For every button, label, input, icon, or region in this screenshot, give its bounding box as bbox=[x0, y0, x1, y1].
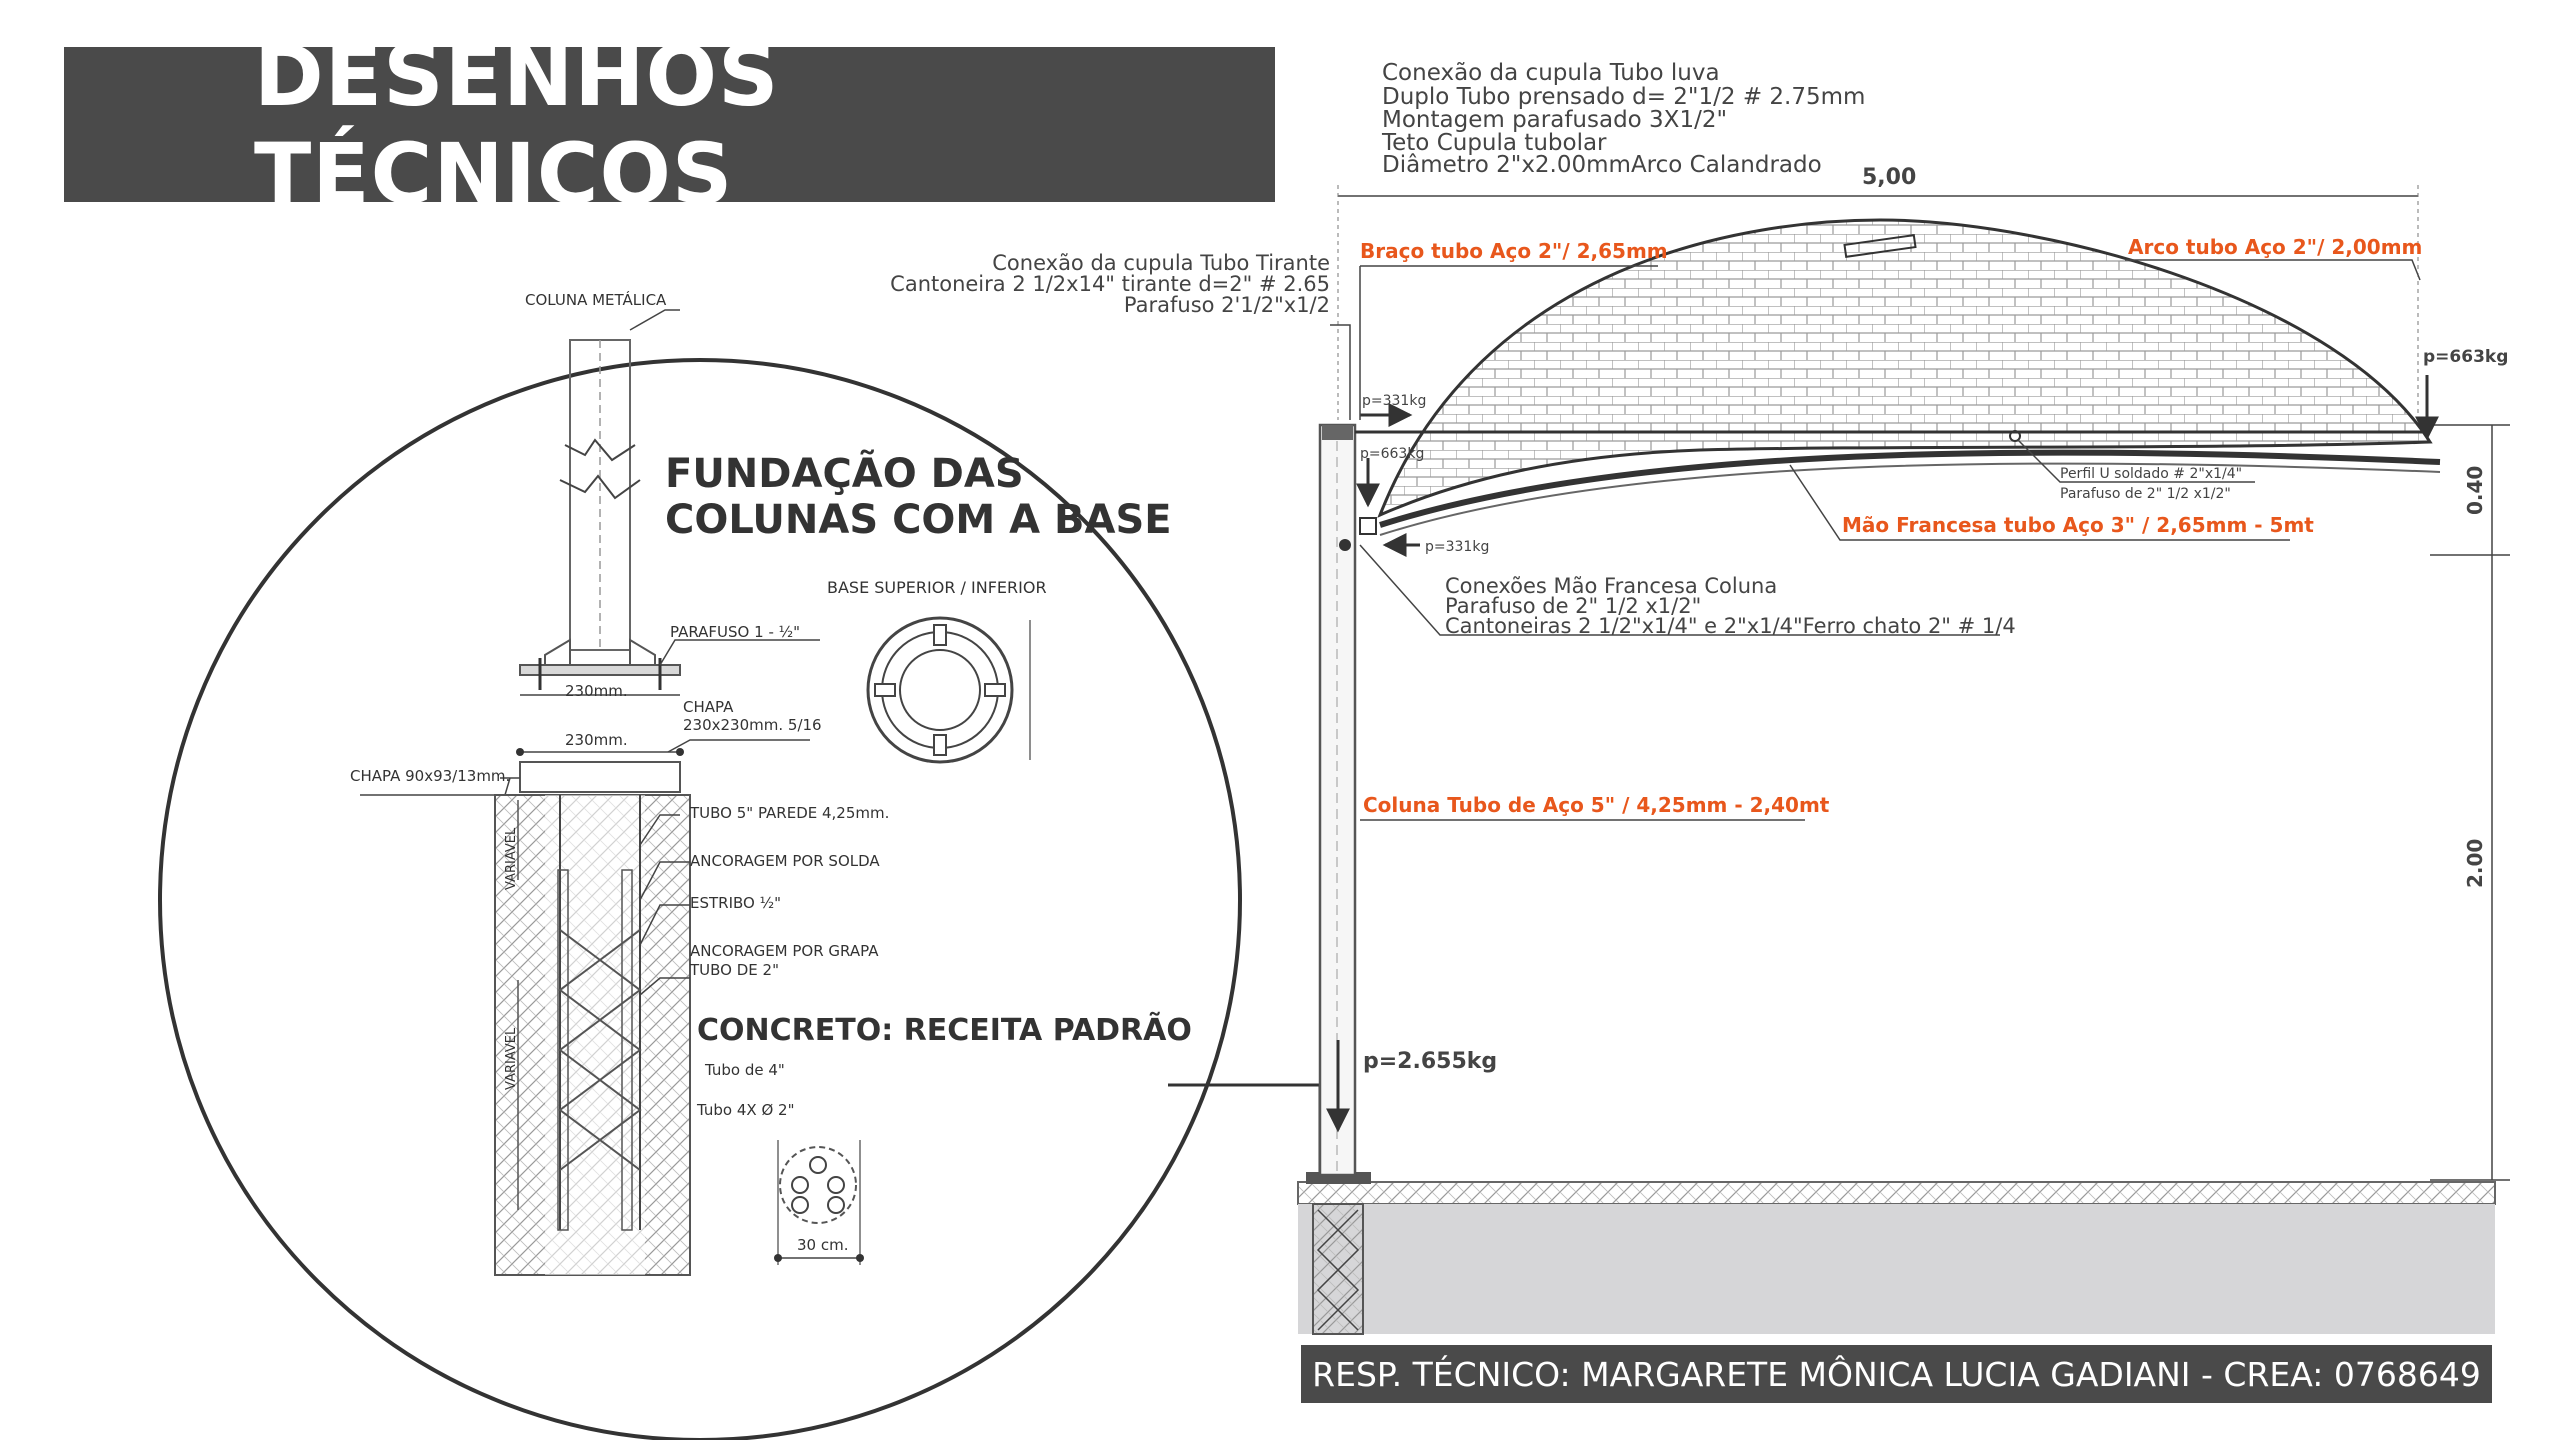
chapa-spec: 230x230mm. 5/16 bbox=[683, 716, 822, 734]
note-top-2: Duplo Tubo prensado d= 2"1/2 # 2.75mm bbox=[1382, 84, 1865, 110]
elevation-view: Conexão da cupula Tubo luva Duplo Tubo p… bbox=[890, 60, 2510, 1335]
base-ring-detail bbox=[866, 616, 1031, 764]
foundation-heading-2: COLUNAS COM A BASE bbox=[665, 497, 1172, 543]
leader-perfil bbox=[2017, 439, 2255, 483]
detail-leader-line bbox=[1168, 1083, 1322, 1180]
leader-conexoes bbox=[1359, 544, 2000, 636]
perfil-label-2: Parafuso de 2" 1/2 x1/2" bbox=[2060, 486, 2231, 502]
load-2655-label: p=2.655kg bbox=[1363, 1049, 1497, 1074]
leader-tirante bbox=[1330, 324, 1351, 420]
dim-30-label: 30 cm. bbox=[797, 1236, 848, 1254]
coluna-label: Coluna Tubo de Aço 5" / 4,25mm - 2,40mt bbox=[1363, 793, 1830, 817]
tube-section-detail bbox=[774, 1140, 864, 1265]
leader-arco bbox=[2125, 259, 2421, 281]
footer-bar: RESP. TÉCNICO: MARGARETE MÔNICA LUCIA GA… bbox=[1301, 1345, 2492, 1403]
soil bbox=[1298, 1204, 2495, 1334]
braco-label: Braço tubo Aço 2"/ 2,65mm bbox=[1360, 239, 1668, 263]
tubo4-label: Tubo de 4" bbox=[704, 1061, 785, 1079]
chapa-side-label: CHAPA 90x93/13mm. bbox=[350, 767, 510, 785]
dome-roof bbox=[1377, 218, 2433, 518]
note-maos-3: Cantoneiras 2 1/2"x1/4" e 2"x1/4"Ferro c… bbox=[1445, 614, 2016, 638]
tubo5-label: TUBO 5" PAREDE 4,25mm. bbox=[689, 804, 889, 822]
chapa-label: CHAPA bbox=[683, 698, 734, 716]
note-maos-2: Parafuso de 2" 1/2 x1/2" bbox=[1445, 594, 1701, 618]
note-top-5: Diâmetro 2"x2.00mmArco Calandrado bbox=[1382, 152, 1822, 178]
perfil-connection bbox=[2009, 430, 2021, 442]
coluna-metalica-label: COLUNA METÁLICA bbox=[525, 290, 667, 309]
leader-mao-francesa bbox=[1789, 464, 2290, 541]
mao-francesa-label: Mão Francesa tubo Aço 3" / 2,65mm - 5mt bbox=[1842, 513, 2314, 537]
load-663-left-label: p=663kg bbox=[1360, 446, 1424, 462]
tubo2-label: TUBO DE 2" bbox=[689, 961, 779, 979]
perfil-label-1: Perfil U soldado # 2"x1/4" bbox=[2060, 466, 2242, 482]
foundation-detail: FUNDAÇÃO DAS COLUNAS COM A BASE COLUNA M… bbox=[158, 290, 1322, 1440]
dim-width-label: 5,00 bbox=[1862, 165, 1916, 190]
title-bar: DESENHOS TÉCNICOS bbox=[64, 27, 1275, 223]
dim-230-top: 230mm. bbox=[565, 682, 628, 700]
page-title: DESENHOS TÉCNICOS bbox=[254, 26, 780, 223]
estribo-label: ESTRIBO ½" bbox=[690, 894, 781, 912]
dim-040-label: 0.40 bbox=[2463, 466, 2487, 515]
footer-credit: RESP. TÉCNICO: MARGARETE MÔNICA LUCIA GA… bbox=[1312, 1354, 2481, 1394]
tubo4x-label: Tubo 4X Ø 2" bbox=[696, 1101, 794, 1119]
base-sup-inf-label: BASE SUPERIOR / INFERIOR bbox=[827, 578, 1047, 597]
note-top-3: Montagem parafusado 3X1/2" bbox=[1382, 107, 1727, 133]
note-top-1: Conexão da cupula Tubo luva bbox=[1382, 60, 1720, 86]
parafuso-label: PARAFUSO 1 - ½" bbox=[670, 623, 800, 641]
note-left-1: Conexão da cupula Tubo Tirante bbox=[992, 251, 1330, 275]
variavel-bottom: VARIAVEL bbox=[504, 1027, 519, 1090]
note-top-4: Teto Cupula tubolar bbox=[1381, 130, 1607, 156]
load-663-right-label: p=663kg bbox=[2423, 347, 2508, 367]
concrete-block bbox=[494, 794, 691, 1276]
arco-label: Arco tubo Aço 2"/ 2,00mm bbox=[2128, 235, 2422, 259]
foundation-heading-1: FUNDAÇÃO DAS bbox=[665, 448, 1024, 497]
dim-200-label: 2.00 bbox=[2463, 839, 2487, 888]
metallic-column bbox=[519, 309, 820, 696]
note-left-2: Cantoneira 2 1/2x14" tirante d=2" # 2.65 bbox=[890, 272, 1330, 296]
ancoragem-grapa-label: ANCORAGEM POR GRAPA bbox=[690, 942, 879, 960]
load-331-mid-label: p=331kg bbox=[1425, 539, 1489, 555]
note-left-3: Parafuso 2'1/2"x1/2 bbox=[1124, 293, 1330, 317]
load-331-top-label: p=331kg bbox=[1362, 393, 1426, 409]
concreto-heading: CONCRETO: RECEITA PADRÃO bbox=[697, 1011, 1192, 1048]
detail-circle bbox=[158, 358, 1242, 1440]
note-maos-1: Conexões Mão Francesa Coluna bbox=[1445, 574, 1777, 598]
variavel-top: VARIAVEL bbox=[504, 827, 519, 890]
mao-francesa-tube bbox=[1379, 449, 2441, 528]
dim-230-mid: 230mm. bbox=[565, 731, 628, 749]
ground-slab bbox=[1297, 1181, 2496, 1205]
ancoragem-solda-label: ANCORAGEM POR SOLDA bbox=[690, 852, 880, 870]
